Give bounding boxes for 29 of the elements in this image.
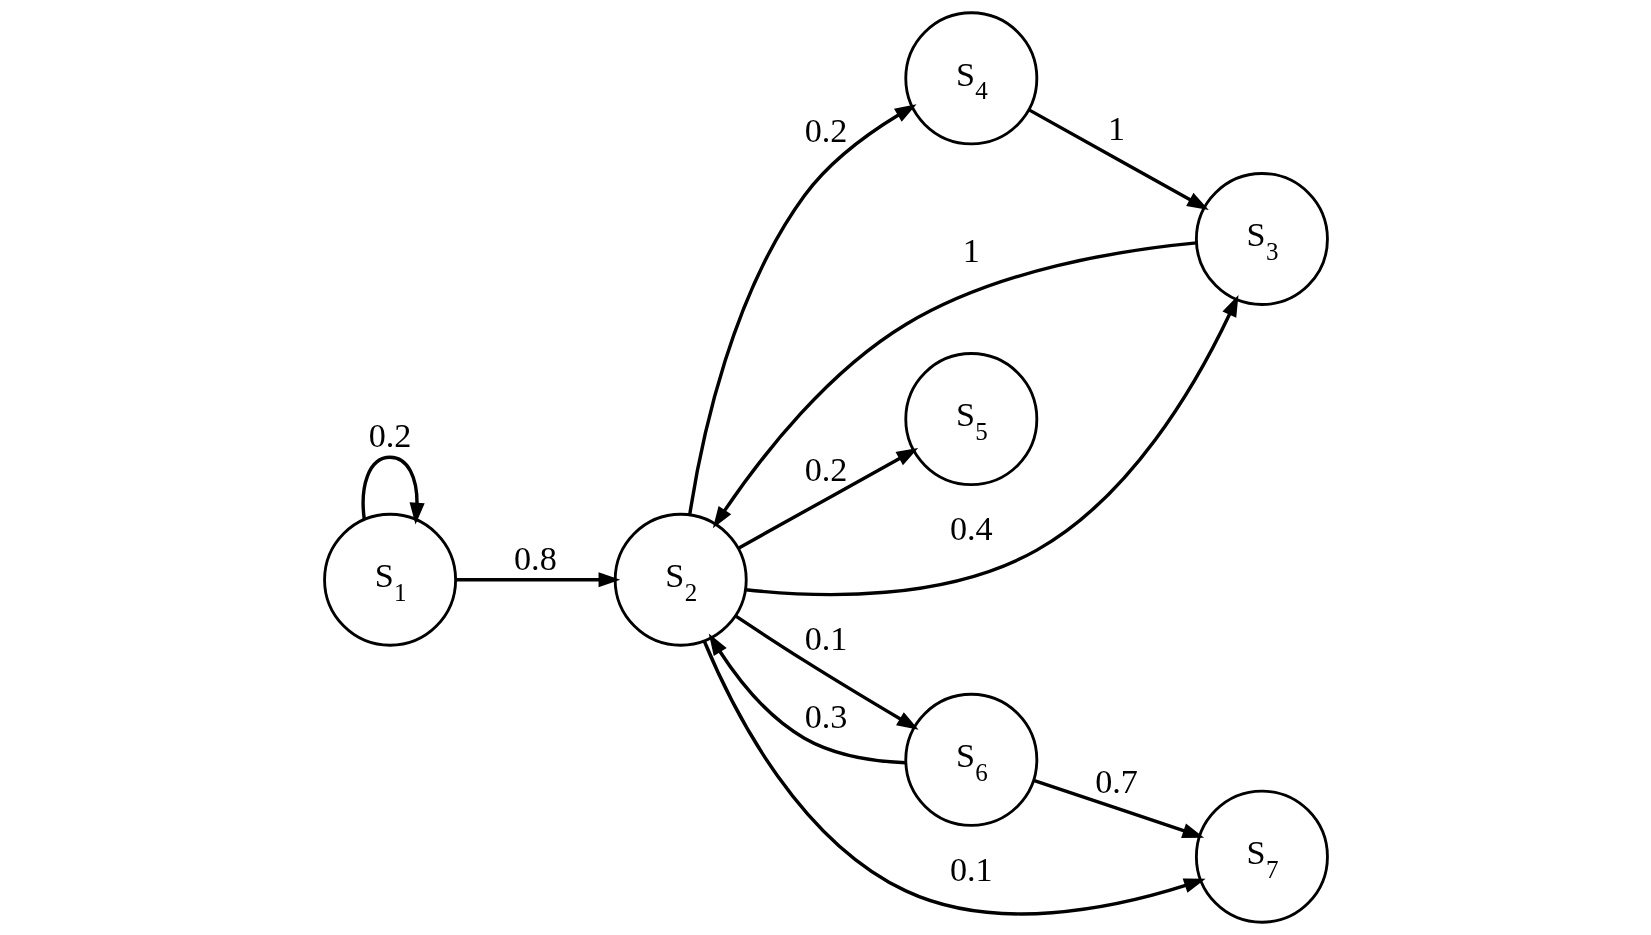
arrow (687, 104, 917, 515)
node-circle: S$_{2}$ (613, 512, 748, 647)
arrow (1032, 778, 1204, 838)
arrow (737, 448, 918, 550)
arrow (361, 455, 425, 525)
edge-label: 0.2 (368, 416, 411, 454)
node-circle: S$_{6}$ (903, 692, 1038, 827)
edge-label: 0.7 (1094, 762, 1138, 800)
edge-label: 0.2 (804, 450, 847, 488)
edge-label: 0.8 (513, 539, 557, 577)
arrow (455, 572, 620, 588)
edge-label: 0.1 (804, 620, 847, 658)
arrow (745, 294, 1238, 597)
arrow (734, 614, 919, 730)
edge-label: 0.1 (949, 850, 993, 888)
node-circle: S$_{1}$ (322, 512, 457, 647)
edge-label: 0.2 (804, 112, 847, 150)
arrow (712, 241, 1197, 529)
edge-label: 0.4 (949, 509, 993, 547)
edge-label: 1 (962, 231, 980, 269)
node-circle: S$_{3}$ (1194, 172, 1329, 306)
edge-label: 1 (1107, 109, 1125, 147)
arrow (708, 633, 906, 765)
edge-label: 0.3 (804, 697, 847, 735)
arrow (702, 640, 1206, 916)
node-circle: S$_{7}$ (1194, 789, 1329, 924)
arrow (1027, 108, 1209, 211)
node-circle: S$_{5}$ (903, 352, 1038, 486)
node-circle: S$_{4}$ (903, 11, 1038, 146)
